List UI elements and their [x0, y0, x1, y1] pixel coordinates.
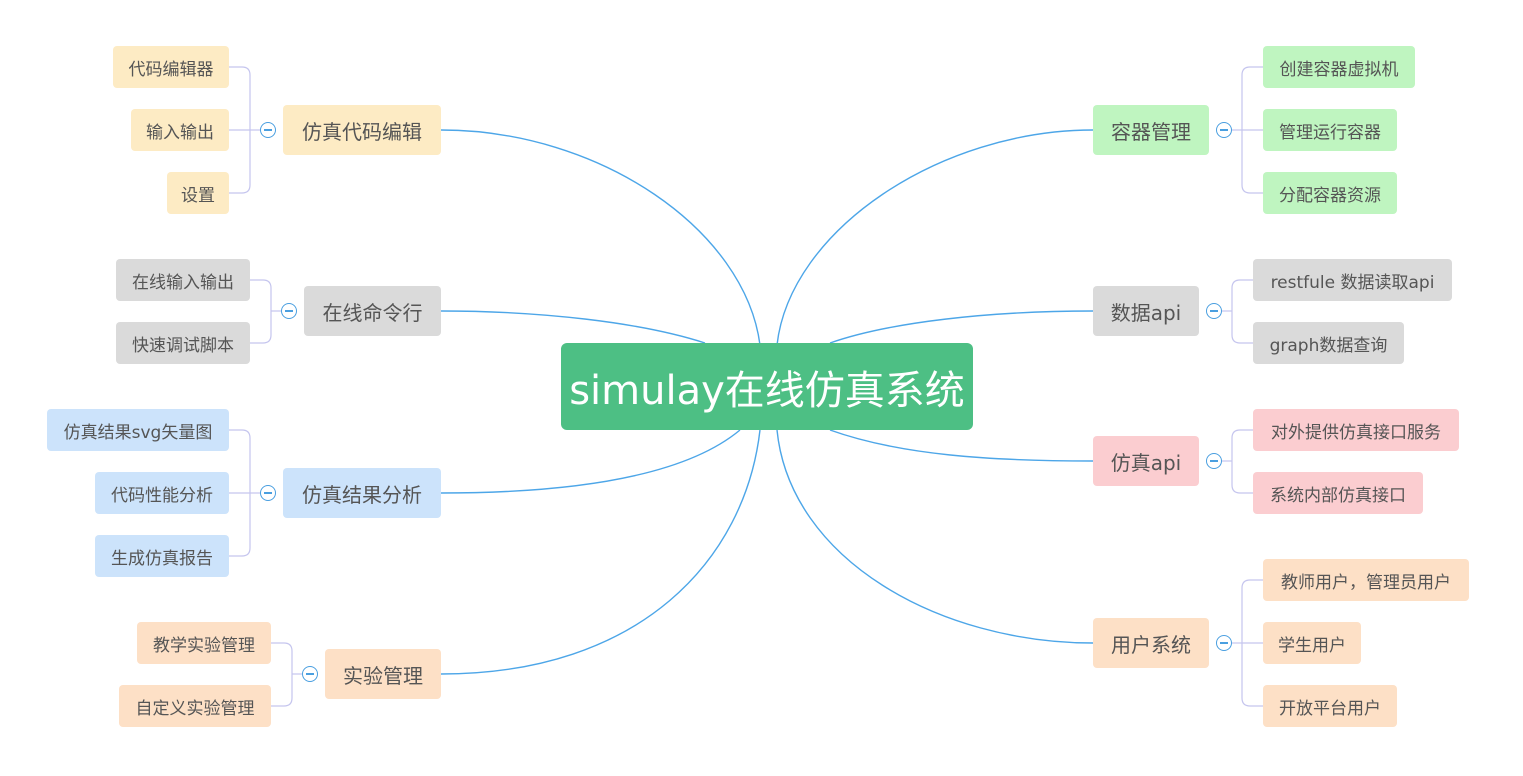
leaf-settings[interactable]: 设置	[167, 172, 229, 214]
collapse-toggle-icon[interactable]	[1206, 453, 1222, 469]
leaf-code-editor[interactable]: 代码编辑器	[113, 46, 229, 88]
collapse-toggle-icon[interactable]	[1216, 122, 1232, 138]
branch-code-edit[interactable]: 仿真代码编辑	[283, 105, 441, 155]
sub-link	[1231, 311, 1253, 344]
main-link	[776, 429, 1094, 644]
leaf-teaching-experiment[interactable]: 教学实验管理	[137, 622, 271, 664]
collapse-toggle-icon[interactable]	[260, 485, 276, 501]
leaf-quick-debug[interactable]: 快速调试脚本	[116, 322, 250, 364]
leaf-gen-report[interactable]: 生成仿真报告	[95, 535, 229, 577]
collapse-toggle-icon[interactable]	[1206, 303, 1222, 319]
leaf-teacher-admin-users[interactable]: 教师用户，管理员用户	[1263, 559, 1469, 601]
collapse-toggle-icon[interactable]	[260, 122, 276, 138]
branch-container-mgmt[interactable]: 容器管理	[1093, 105, 1209, 155]
branch-user-system[interactable]: 用户系统	[1093, 618, 1209, 668]
main-link	[776, 129, 1094, 346]
leaf-online-io[interactable]: 在线输入输出	[116, 259, 250, 301]
collapse-toggle-icon[interactable]	[302, 666, 318, 682]
leaf-graph-query[interactable]: graph数据查询	[1253, 322, 1404, 364]
leaf-manage-container[interactable]: 管理运行容器	[1263, 109, 1397, 151]
branch-result-analysis[interactable]: 仿真结果分析	[283, 468, 441, 518]
leaf-open-platform-users[interactable]: 开放平台用户	[1263, 685, 1397, 727]
sub-link	[1231, 279, 1253, 311]
root-topic[interactable]: simulay在线仿真系统	[561, 343, 973, 430]
branch-experiment-mgmt[interactable]: 实验管理	[325, 649, 441, 699]
sub-link	[1241, 579, 1263, 643]
branch-online-cli[interactable]: 在线命令行	[304, 286, 441, 336]
sub-link	[229, 429, 251, 493]
collapse-toggle-icon[interactable]	[281, 303, 297, 319]
sub-link	[271, 642, 293, 674]
sub-link	[271, 674, 293, 707]
sub-link	[1231, 461, 1253, 494]
sub-link	[229, 493, 251, 557]
main-link	[440, 429, 741, 494]
collapse-toggle-icon[interactable]	[1216, 635, 1232, 651]
leaf-allocate-resources[interactable]: 分配容器资源	[1263, 172, 1397, 214]
leaf-perf-analysis[interactable]: 代码性能分析	[95, 472, 229, 514]
sub-link	[1241, 130, 1263, 194]
main-link	[440, 429, 761, 675]
leaf-internal-sim-api[interactable]: 系统内部仿真接口	[1253, 472, 1423, 514]
sub-link	[229, 66, 251, 130]
main-link	[440, 129, 761, 346]
leaf-create-container[interactable]: 创建容器虚拟机	[1263, 46, 1415, 88]
main-link	[829, 429, 1094, 462]
leaf-input-output[interactable]: 输入输出	[131, 109, 229, 151]
main-link	[829, 310, 1094, 344]
branch-sim-api[interactable]: 仿真api	[1093, 436, 1199, 486]
sub-link	[1231, 429, 1253, 461]
sub-link	[229, 130, 251, 194]
main-link	[440, 310, 706, 344]
leaf-restful-api[interactable]: restfule 数据读取api	[1253, 259, 1452, 301]
sub-link	[1241, 643, 1263, 707]
branch-data-api[interactable]: 数据api	[1093, 286, 1199, 336]
leaf-svg-result[interactable]: 仿真结果svg矢量图	[47, 409, 229, 451]
sub-link	[250, 311, 272, 344]
leaf-student-users[interactable]: 学生用户	[1263, 622, 1361, 664]
sub-link	[250, 279, 272, 311]
leaf-external-sim-service[interactable]: 对外提供仿真接口服务	[1253, 409, 1459, 451]
sub-link	[1241, 66, 1263, 130]
leaf-custom-experiment[interactable]: 自定义实验管理	[119, 685, 271, 727]
